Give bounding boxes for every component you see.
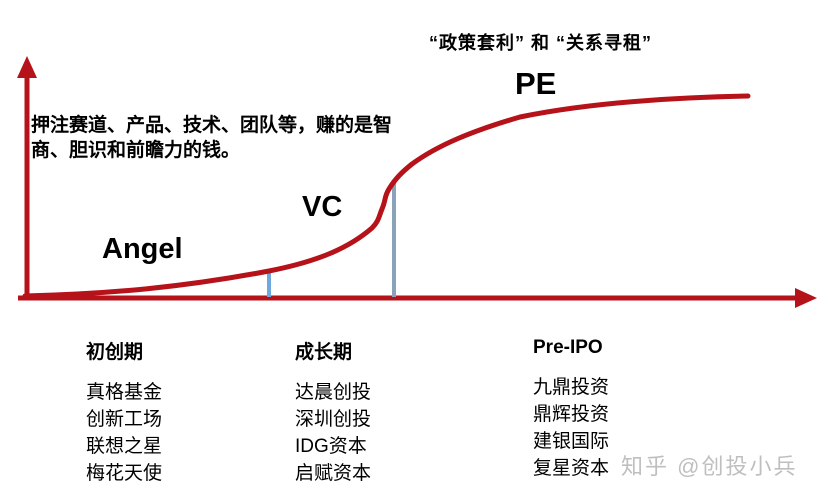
firm-item: 九鼎投资 (533, 377, 610, 398)
firm-item: 启赋资本 (295, 463, 372, 484)
firm-item: 创新工场 (86, 409, 163, 430)
firm-item: 梅花天使 (86, 463, 163, 484)
firm-item: 达晨创投 (295, 382, 372, 403)
curve-label-vc: VC (302, 191, 343, 223)
stage-header-early: 初创期 (86, 342, 144, 363)
firm-item: 建银国际 (533, 431, 610, 452)
firm-item: IDG资本 (295, 436, 367, 457)
firm-item: 真格基金 (86, 382, 163, 403)
firm-item: 联想之星 (86, 436, 163, 457)
watermark: 知乎 @创投小兵 (621, 454, 798, 479)
y-axis-arrow-icon (17, 56, 37, 78)
annotation-note-line2: 商、胆识和前瞻力的钱。 (31, 140, 241, 161)
growth-curve (22, 93, 751, 299)
stage-header-growth: 成长期 (295, 342, 353, 363)
stage-column-early: 初创期 真格基金 创新工场 联想之星 梅花天使 (86, 337, 162, 487)
firm-item: 深圳创投 (295, 409, 372, 430)
x-axis-arrow-icon (795, 288, 817, 308)
curve-label-pe: PE (515, 66, 557, 101)
firm-item: 复星资本 (533, 458, 610, 479)
top-caption: “政策套利” 和 “关系寻租” (429, 33, 653, 53)
stage-column-growth: 成长期 达晨创投 深圳创投 IDG资本 启赋资本 (295, 337, 371, 487)
annotation-note-line1: 押注赛道、产品、技术、团队等，赚的是智 (31, 115, 393, 136)
firm-item: 鼎辉投资 (533, 404, 610, 425)
annotation-note: 押注赛道、产品、技术、团队等，赚的是智 商、胆识和前瞻力的钱。 (31, 113, 392, 163)
stage-header-preipo: Pre-IPO (533, 337, 603, 358)
stage-column-preipo: Pre-IPO 九鼎投资 鼎辉投资 建银国际 复星资本 (533, 337, 609, 482)
curve-label-angel: Angel (102, 233, 183, 265)
